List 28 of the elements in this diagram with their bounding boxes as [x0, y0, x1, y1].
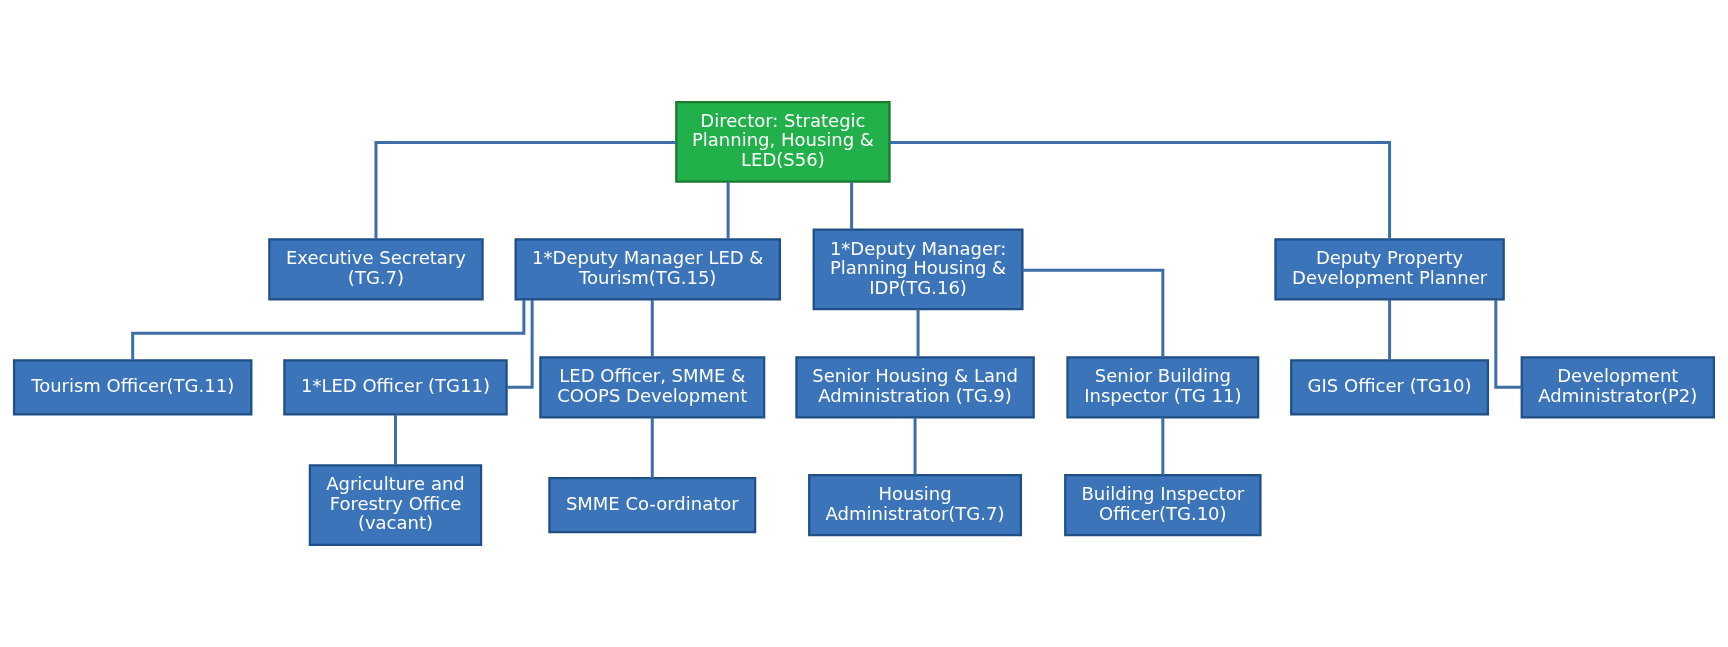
connector: [726, 182, 730, 240]
connector: [650, 299, 654, 358]
node-box: Director: Strategic Planning, Housing & LED(S56): [675, 100, 891, 183]
connector: [1388, 299, 1392, 361]
node-box: Building Inspector Officer(TG.10): [1064, 474, 1262, 537]
node-box: 1*Deputy Manager: Planning Housing & IDP(TG.16): [812, 228, 1024, 311]
node-box: Agriculture and Forestry Office (vacant): [308, 464, 483, 547]
connector: [394, 414, 397, 466]
node-box: Senior Building Inspector (TG 11): [1066, 356, 1260, 419]
connector: [1161, 417, 1165, 475]
node-box: GIS Officer (TG10): [1290, 359, 1490, 416]
connector: [890, 141, 1392, 240]
connector: [850, 182, 854, 230]
node-box: 1*Deputy Manager LED & Tourism(TG.15): [514, 238, 782, 301]
node-box: LED Officer, SMME & COOPS Development: [539, 356, 766, 419]
connector: [1022, 268, 1165, 358]
node-box: Deputy Property Development Planner: [1274, 238, 1505, 301]
node-box: Housing Administrator(TG.7): [808, 474, 1023, 537]
node-box: Development Administrator(P2): [1520, 356, 1716, 419]
connector: [916, 309, 920, 357]
connector: [913, 417, 917, 475]
node-box: Senior Housing & Land Administration (TG.9): [795, 356, 1035, 419]
connector: [374, 141, 676, 240]
connector: [650, 417, 654, 479]
node-box: 1*LED Officer (TG11): [283, 359, 508, 416]
node-box: SMME Co-ordinator: [548, 477, 757, 534]
node-box: Tourism Officer(TG.11): [12, 359, 253, 416]
node-box: Executive Secretary (TG.7): [268, 238, 484, 301]
